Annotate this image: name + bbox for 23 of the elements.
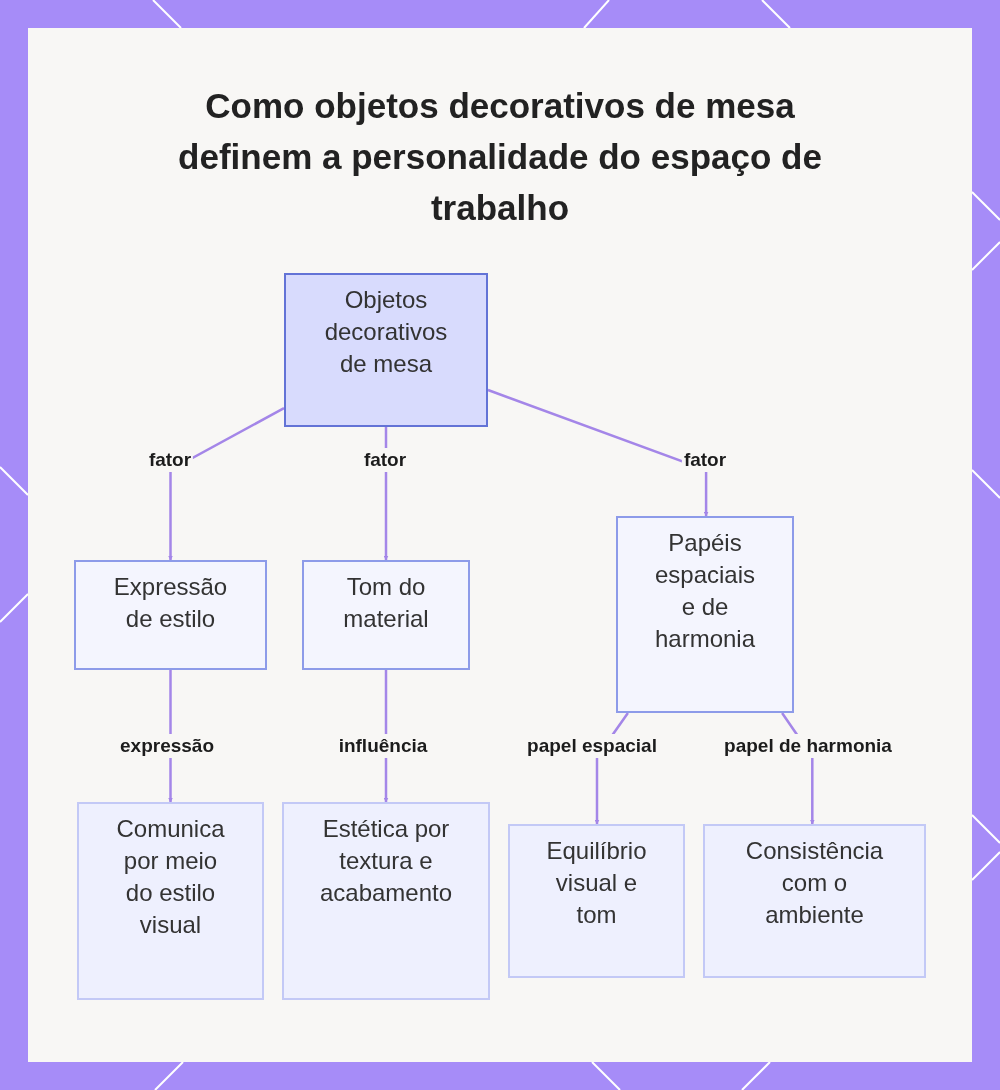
- box-label: Estética por textura e acabamento: [318, 814, 454, 908]
- arrow: [487, 388, 709, 517]
- edge-label: expressão: [118, 734, 216, 758]
- topic-box: [284, 273, 488, 427]
- category-box: [74, 560, 267, 670]
- box-label: Equilíbrio visual e tom: [545, 836, 648, 930]
- box-label: Expressão de estilo: [112, 572, 229, 634]
- category-box: [616, 516, 794, 713]
- box-label: Consistência com o ambiente: [744, 836, 885, 930]
- box-label: Papéis espaciais e de harmonia: [653, 528, 757, 654]
- box-label: Objetos decorativos de mesa: [323, 285, 449, 379]
- box-label: Tom do material: [342, 572, 430, 634]
- detail-box: [77, 802, 264, 1000]
- edge-label: papel espacial: [525, 734, 659, 758]
- category-box: [302, 560, 470, 670]
- edge-label: fator: [361, 448, 409, 472]
- arrow: [168, 407, 285, 561]
- edge-label: papel de harmonia: [722, 734, 894, 758]
- detail-box: [508, 824, 685, 978]
- title: Como objetos decorativos de mesa definem a personalidade do espaço de trabalho: [177, 85, 823, 229]
- detail-box: [282, 802, 490, 1000]
- box-label: Comunica por meio do estilo visual: [115, 814, 226, 940]
- detail-box: [703, 824, 926, 978]
